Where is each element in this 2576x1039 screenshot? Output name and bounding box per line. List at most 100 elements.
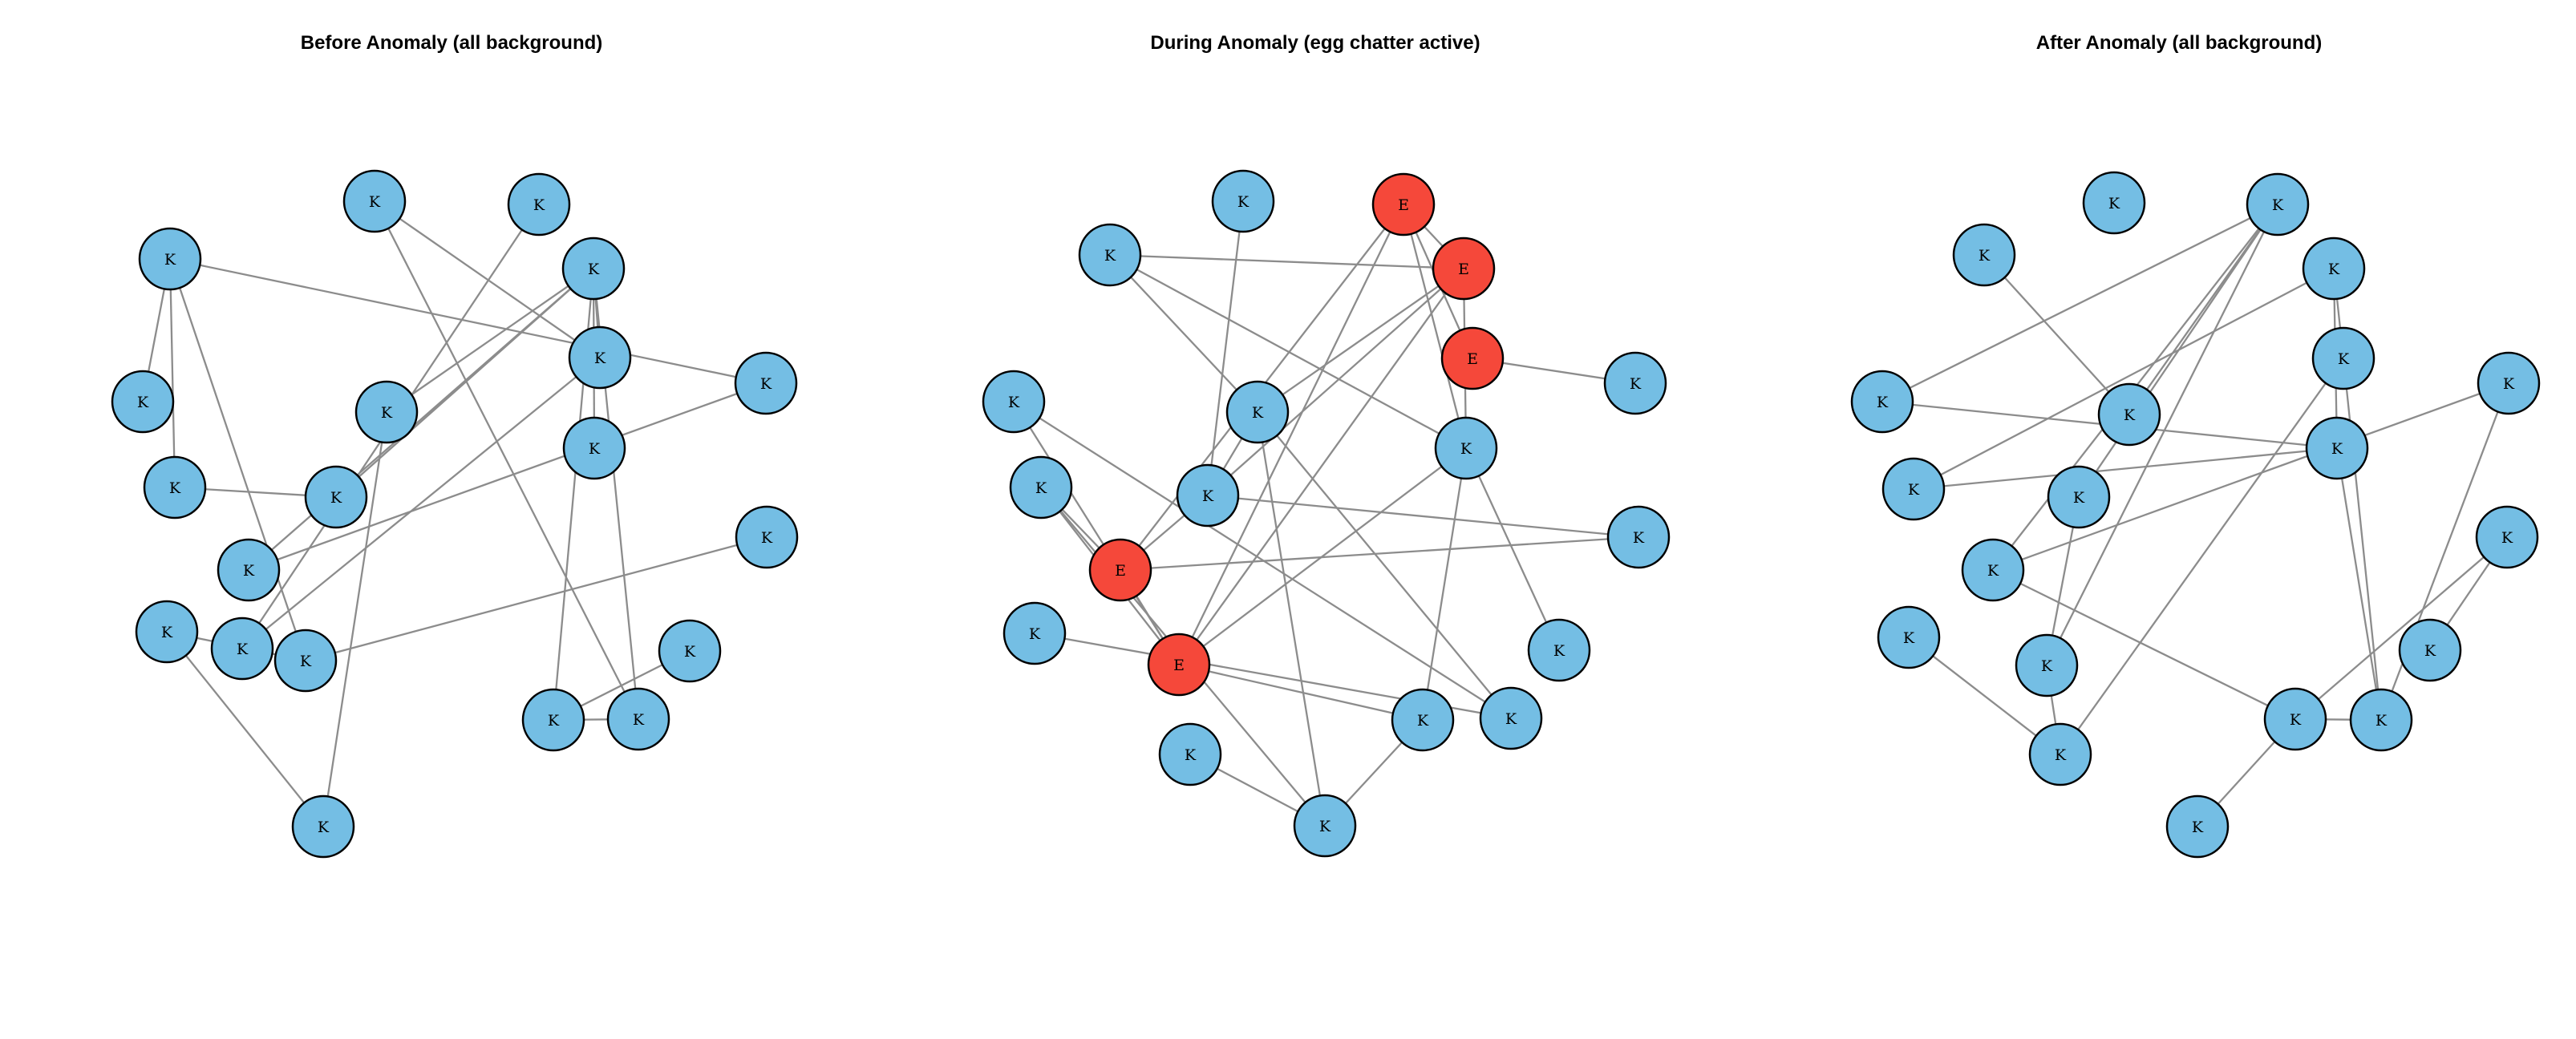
node-label: K [1252,404,1264,422]
panel-during-anomaly: During Anomaly (egg chatter active) EEEK… [982,32,1671,858]
background-node: K [342,169,407,233]
egg-node: E [1440,326,1505,390]
node-circle [507,172,571,237]
node-circle [735,505,799,569]
background-node: K [2047,465,2111,529]
edge [1257,268,1464,413]
edge [1992,568,2296,721]
edge [1913,447,2338,491]
node-label: K [1029,625,1041,643]
background-node: K [2082,171,2146,235]
edge [1421,447,1468,721]
edge [386,268,594,413]
background-node: K [1877,605,1941,669]
node-circle [1850,370,1914,434]
node-circle [561,237,626,301]
background-node: K [658,619,722,683]
edge [1983,254,2130,415]
background-node: K [2305,416,2369,480]
background-node: K [111,370,175,434]
edge [1109,253,1467,450]
node-label: K [2055,746,2067,764]
node-circle [1606,505,1671,569]
node-label: K [589,440,601,458]
node-label: K [761,529,773,547]
node-label: K [2108,195,2120,212]
background-node: K [135,600,199,664]
node-label: K [369,193,381,211]
node-label: K [2328,261,2340,278]
edge [248,382,767,572]
node-label: K [1008,394,1020,411]
node-label: K [633,711,645,729]
background-node: K [1293,794,1357,858]
background-node: K [606,687,670,751]
node-label: K [684,643,696,661]
edge [1109,254,1258,413]
background-node: K [1176,463,1240,528]
edge [1908,637,2061,755]
background-node: K [1606,505,1671,569]
node-label: E [1173,657,1185,674]
background-node: K [1961,538,2025,602]
node-label: K [533,196,545,214]
node-label: K [1877,394,1889,411]
node-circle [2302,237,2366,301]
edge [1257,411,1512,719]
node-circle [2477,351,2541,415]
node-circle [143,455,207,520]
node-label: K [1185,746,1197,764]
node-label: K [588,261,600,278]
node-circle [568,325,632,390]
node-label: K [1633,529,1645,547]
node-circle [291,794,355,859]
node-circle [2475,505,2539,569]
node-circle [2082,171,2146,235]
background-node: K [2246,172,2310,237]
node-circle [1211,169,1275,233]
background-node: K [217,538,281,602]
background-node: K [1479,686,1543,750]
background-node: K [2475,505,2539,569]
edge [1207,268,1464,496]
node-circle [138,227,202,291]
node-circle [734,351,798,415]
edge [248,268,594,571]
background-node: K [1158,722,1222,786]
edge [322,411,388,827]
node-circle [1603,351,1667,415]
node-label: K [1908,481,1920,499]
background-node: K [304,465,368,529]
background-node: K [507,172,571,237]
node-circle [2349,688,2413,752]
background-node: K [2263,687,2327,751]
node-circle [2165,794,2230,859]
edge [1206,200,1245,496]
background-node: K [291,794,355,859]
background-node: K [735,505,799,569]
background-node: K [2165,794,2230,859]
node-circle [1479,686,1543,750]
background-node: K [1881,457,1946,521]
background-node: K [2015,633,2079,697]
node-label: K [318,819,330,836]
node-label: K [161,624,173,641]
node-circle [2246,172,2310,237]
node-label: K [1460,440,1472,458]
node-label: K [137,394,149,411]
egg-node: E [1432,237,1496,301]
edge [1256,411,1326,827]
node-label: E [1398,196,1409,214]
node-circle [982,370,1046,434]
background-node: K [562,416,626,480]
node-label: K [2331,440,2343,458]
node-label: K [2503,375,2515,393]
node-circle [2047,465,2111,529]
background-node: K [210,617,274,681]
node-label: K [2192,819,2204,836]
panel-title-after: After Anomaly (all background) [2036,32,2322,54]
